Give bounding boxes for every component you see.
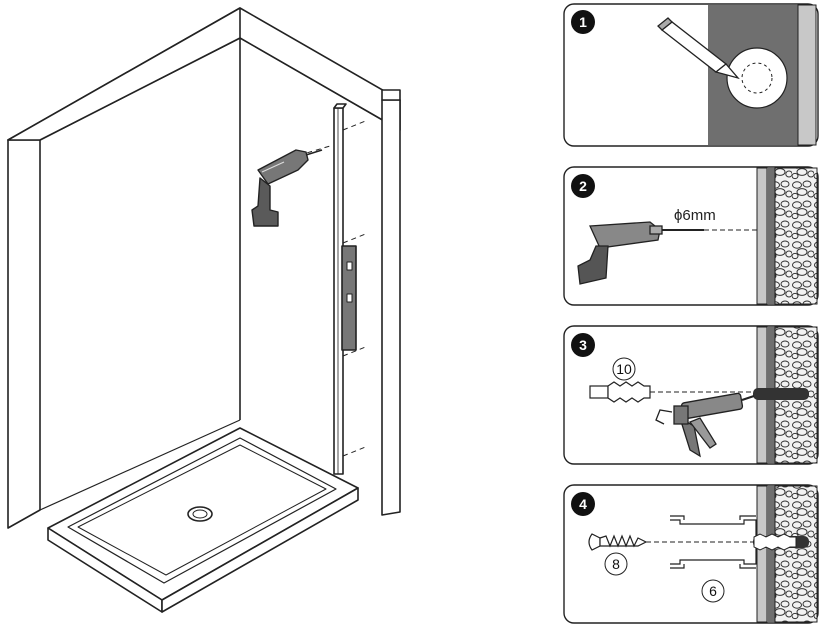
profile-label: 6: [709, 583, 717, 599]
left-wall: [7, 139, 41, 529]
silicone-gun-icon: [655, 392, 755, 458]
step-3-number: 3: [579, 337, 587, 353]
wall-plug-icon: [753, 533, 797, 551]
profile-label-circle: [701, 579, 725, 603]
step-4-panel: 8 6 4: [563, 484, 819, 624]
step-3-panel: 10 3: [563, 325, 819, 465]
marked-circle: [726, 47, 788, 109]
wall-plug-icon: [589, 381, 651, 403]
step-1-badge: [571, 10, 595, 34]
plug-label: 10: [616, 361, 632, 377]
step-1-number: 1: [579, 14, 587, 30]
step-3-badge: [571, 333, 595, 357]
masonry-wall: [774, 485, 818, 623]
pencil-icon: [657, 17, 740, 80]
drilled-hole: [753, 388, 809, 400]
step-2-number: 2: [579, 178, 587, 194]
screw-label: 8: [612, 556, 620, 572]
step-2-panel: ϕ6mm 2: [563, 166, 819, 306]
screw-icon: [588, 533, 648, 551]
step-2-badge: [571, 174, 595, 198]
right-wall: [381, 99, 401, 516]
step-4-badge: [571, 492, 595, 516]
plug-label-circle: [612, 357, 636, 381]
drill-icon: [251, 149, 323, 227]
step-4-number: 4: [579, 496, 587, 512]
drill-size-label: ϕ6mm: [674, 207, 716, 224]
step-1-panel: 1: [563, 3, 819, 147]
screw-label-circle: [604, 552, 628, 576]
shower-enclosure-illustration: [7, 7, 401, 613]
masonry-wall: [774, 167, 818, 305]
drill-icon: [577, 221, 704, 285]
